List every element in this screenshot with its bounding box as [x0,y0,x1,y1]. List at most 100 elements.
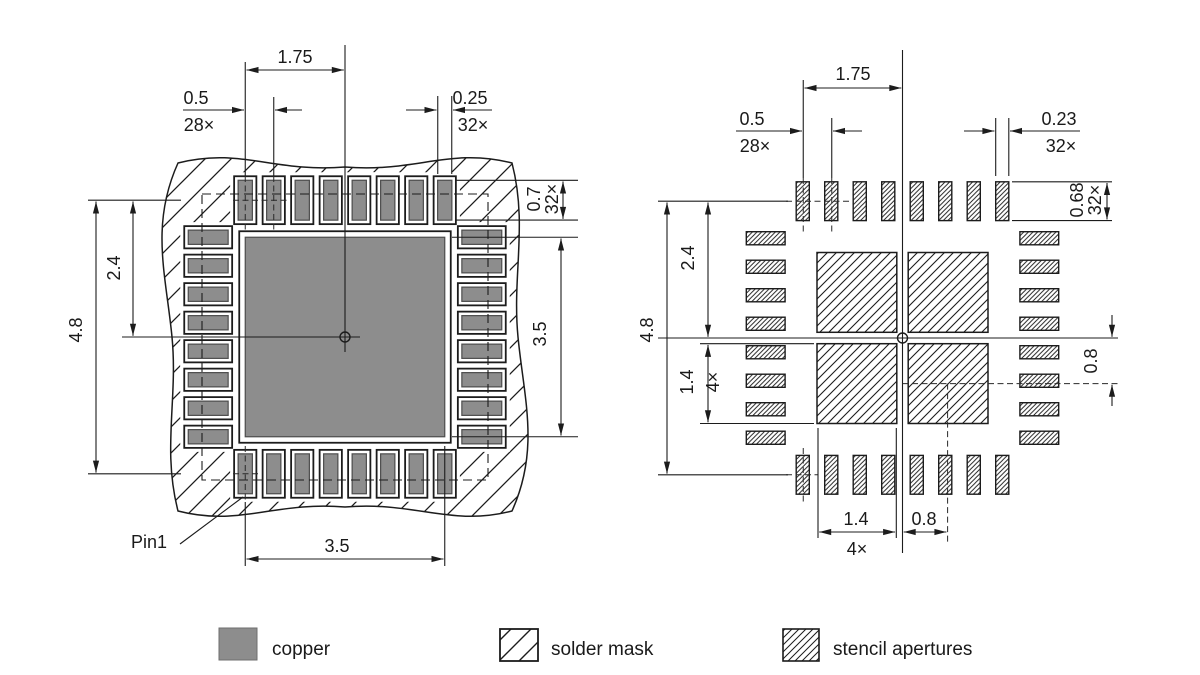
dim-top-center-label: 1.75 [277,47,312,67]
stencil-aperture [745,316,786,332]
stencil-aperture [1019,430,1060,446]
dim-thermal-ap-left-label: 1.4 [677,369,697,394]
dim-pitch-label: 0.5 [183,88,208,108]
dim-aperture-width-qty-label: 32× [1046,136,1077,156]
copper-pad [461,258,503,274]
dim-full-height-label: 4.8 [637,317,657,342]
legend-stencil-swatch [782,628,820,662]
stencil-aperture [966,181,982,222]
copper-pad [351,453,367,495]
stencil-aperture [852,181,868,222]
legend: copper solder mask stencil apertures [218,627,972,662]
copper-pad [187,429,229,445]
stencil-aperture [1019,230,1060,246]
dim-top-center-label: 1.75 [835,64,870,84]
stencil-aperture [1019,373,1060,389]
dim-pad-length-label: 0.7 [524,186,544,211]
thermal-stencil-aperture [816,251,898,334]
copper-pad [380,453,396,495]
stencil-aperture [824,454,839,495]
stencil-aperture [1019,345,1060,360]
dim-pitch-label: 0.5 [739,109,764,129]
copper-pad [187,315,229,331]
copper-pad [461,286,503,302]
copper-pad [187,286,229,302]
copper-pad [187,400,229,416]
stencil-aperture [745,345,786,360]
stencil-aperture [745,259,786,275]
stencil-aperture [745,430,786,446]
stencil-aperture [995,454,1010,495]
copper-pad [461,343,503,359]
center-mark [896,332,909,344]
stencil-aperture [881,454,896,495]
dim-half-height-label: 2.4 [104,255,124,280]
copper-pad [408,453,424,495]
pin1-label: Pin1 [131,532,167,552]
stencil-aperture [745,230,786,246]
copper-pad [323,179,339,221]
copper-pad [187,229,229,245]
stencil-aperture [745,402,786,417]
copper-pad [266,453,282,495]
stencil-aperture [1019,402,1060,417]
legend-copper-label: copper [272,639,331,660]
stencil-aperture [1019,288,1060,303]
dim-thermal-ap-bottom-qty-label: 4× [847,539,868,559]
copper-pad [187,372,229,388]
dim-thermal-label: 3.5 [530,321,550,346]
stencil-aperture [745,373,786,389]
dim-pitch-qty-label: 28× [740,136,771,156]
copper-pad [351,179,367,221]
copper-pad [461,315,503,331]
stencil-aperture [745,288,786,303]
thermal-stencil-apertures [816,251,989,425]
dim-aperture-length-qty-label: 32× [1085,185,1105,216]
dim-thermal-offset-bottom-label: 0.8 [911,509,936,529]
dim-thermal-offset-right-label: 0.8 [1081,348,1101,373]
copper-pad [461,400,503,416]
stencil-aperture [938,181,953,222]
copper-pad [323,453,339,495]
copper-pad [437,179,453,221]
perimeter-stencil-apertures [745,181,1060,495]
thermal-stencil-aperture [816,342,898,425]
stencil-pattern-drawing: 1.75 0.5 28× 0.23 32× 0.68 32× 2.4 4.8 1… [637,50,1118,559]
copper-pad [408,179,424,221]
copper-pad [294,179,310,221]
legend-copper-swatch [218,627,258,661]
dim-full-height-label: 4.8 [66,317,86,342]
copper-pad [461,372,503,388]
dim-aperture-length-label: 0.68 [1067,182,1087,217]
dim-aperture-width-label: 0.23 [1041,109,1076,129]
stencil-aperture [881,181,896,222]
land-pattern-drawing: 1.75 0.5 28× 0.25 32× 0.7 32× 2.4 4.8 3.… [66,45,578,566]
dim-bottom-span-label: 3.5 [324,536,349,556]
stencil-aperture [909,181,925,222]
stencil-aperture [1019,259,1060,275]
dim-pitch-qty-label: 28× [184,115,215,135]
dim-thermal-ap-left-qty-label: 4× [703,372,723,393]
dim-pad-width-label: 0.25 [452,88,487,108]
stencil-aperture [852,454,868,495]
thermal-stencil-aperture [907,251,989,334]
dim-thermal-ap-bottom-label: 1.4 [843,509,868,529]
stencil-aperture [909,454,925,495]
copper-pad [187,343,229,359]
center-mark [339,331,351,343]
stencil-aperture [995,181,1010,222]
copper-pad [380,179,396,221]
stencil-aperture [966,454,982,495]
copper-pad [187,258,229,274]
dim-pad-length-qty-label: 32× [542,184,562,215]
legend-solder-mask-label: solder mask [551,639,654,660]
legend-stencil-label: stencil apertures [833,639,972,660]
dim-half-height-label: 2.4 [678,245,698,270]
pin1-leader-line [179,496,244,545]
copper-pad [294,453,310,495]
legend-solder-mask-swatch [499,628,539,662]
dim-pad-width-qty-label: 32× [458,115,489,135]
stencil-aperture [938,454,953,495]
